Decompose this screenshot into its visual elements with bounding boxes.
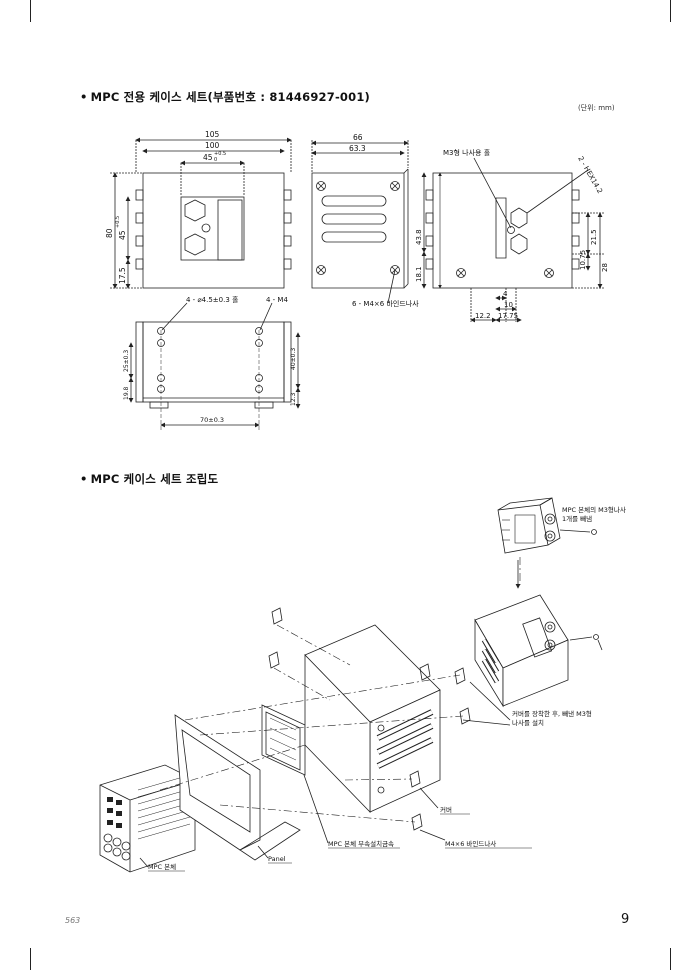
callout-attach-cover-1: 커버를 장착한 후, 빼낸 M3형 xyxy=(512,709,592,718)
assembly-labels: MPC 본체의 M3형나사 1개를 빼냄 커버를 장착한 후, 빼낸 M3형 나… xyxy=(148,505,626,871)
dim-19-8: 19.8 xyxy=(123,386,130,400)
label-m4-4: 4 - M4 xyxy=(266,296,288,304)
crop-mark-bottom-right xyxy=(670,948,671,970)
dim-10: 10 xyxy=(504,301,513,309)
section-heading-case-set: •MPC 전용 케이스 세트(부품번호 : 81446927-001) xyxy=(80,89,370,105)
dim-66: 66 xyxy=(353,133,363,142)
crop-mark-top-left xyxy=(30,0,31,22)
dim-12-3: 12.3 xyxy=(290,392,297,406)
dim-70: 70±0.3 xyxy=(200,416,224,424)
callout-screw: M4×6 바인드나사 xyxy=(445,839,496,848)
footer-code: 563 xyxy=(65,916,81,925)
unit-label: (단위: mm) xyxy=(578,104,615,112)
dim-12-2: 12.2 xyxy=(475,312,491,320)
bullet: • xyxy=(80,472,88,486)
label-m3-hole: M3형 나사용 홀 xyxy=(443,148,491,157)
callout-panel: Panel xyxy=(268,855,286,863)
dim-45-tol: +0.5 xyxy=(214,151,226,157)
dim-21-5: 21.5 xyxy=(590,229,598,245)
dim-25: 25±0.3 xyxy=(123,350,130,372)
page-number: 9 xyxy=(621,912,630,927)
assembly-diagram xyxy=(99,497,603,873)
dim-28: 28 xyxy=(601,263,609,272)
dim-10-75: 10.75 xyxy=(579,250,587,270)
dim-45-tol2: 0 xyxy=(214,157,217,163)
section-heading-assembly: •MPC 케이스 세트 조립도 xyxy=(80,471,218,487)
bottom-view xyxy=(128,302,301,430)
bullet: • xyxy=(80,90,88,104)
dim-100: 100 xyxy=(205,141,220,150)
dim-63-3: 63.3 xyxy=(349,144,366,153)
dim-43-8: 43.8 xyxy=(415,229,423,245)
side-view xyxy=(311,140,409,304)
callout-cover: 커버 xyxy=(440,805,452,814)
dim-45-v-tol: +0.5 xyxy=(115,216,121,228)
rear-view xyxy=(421,157,604,323)
dim-45: 45 xyxy=(203,153,213,162)
label-hole-4: 4 - ⌀4.5±0.3 홀 xyxy=(186,295,239,304)
dim-18-1: 18.1 xyxy=(415,266,423,282)
dim-80: 80 xyxy=(105,228,114,238)
dim-105: 105 xyxy=(205,130,220,139)
callout-remove-screw-1: MPC 본체의 M3형나사 xyxy=(562,505,626,514)
crop-mark-top-right xyxy=(670,0,671,22)
callout-body: MPC 본체 xyxy=(148,863,176,871)
crop-mark-bottom-left xyxy=(30,948,31,970)
dim-4: 4 xyxy=(503,290,508,298)
section-title: MPC 전용 케이스 세트(부품번호 : 81446927-001) xyxy=(90,90,370,104)
callout-bracket: MPC 본체 부속설치금속 xyxy=(328,839,394,848)
section-title: MPC 케이스 세트 조립도 xyxy=(90,472,219,486)
dim-17-75: 17.75 xyxy=(498,312,518,320)
callout-remove-screw-2: 1개를 빼냄 xyxy=(562,514,592,523)
callout-attach-cover-2: 나사를 설치 xyxy=(512,718,544,727)
front-view xyxy=(110,137,292,289)
label-screw-6: 6 - M4×6 바인드나사 xyxy=(352,299,419,308)
dim-45-v: 45 xyxy=(118,230,127,240)
dim-17-5: 17.5 xyxy=(118,267,127,284)
dim-40: 40±0.3 xyxy=(290,348,297,370)
